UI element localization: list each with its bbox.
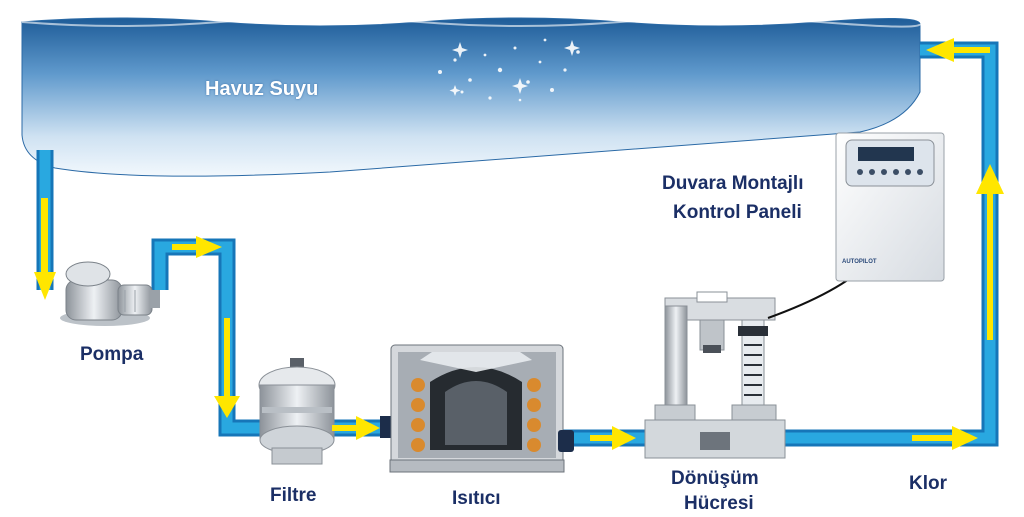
filter-tank-icon [258,358,336,465]
water-surface [21,17,921,28]
label-pump: Pompa [80,344,144,365]
heater-icon [380,344,574,473]
flow-arrow-icon [34,38,1004,450]
label-conversion-cell-line1: Dönüşüm [671,468,759,489]
label-chlorine: Klor [909,473,947,494]
label-conversion-cell-line2: Hücresi [684,493,754,514]
label-control-panel-line1: Duvara Montajlı [662,173,804,194]
label-filter: Filtre [270,485,317,506]
pool-water [21,17,921,177]
pump-icon [60,261,160,326]
conversion-cell-icon [644,291,786,459]
control-panel-icon: AUTOPILOT [835,132,945,282]
label-heater: Isıtıcı [452,488,501,509]
label-control-panel-line2: Kontrol Paneli [673,202,802,223]
panel-brand-badge: AUTOPILOT [842,259,877,265]
label-pool-water: Havuz Suyu [205,78,319,100]
water-bubbles [438,2,592,102]
